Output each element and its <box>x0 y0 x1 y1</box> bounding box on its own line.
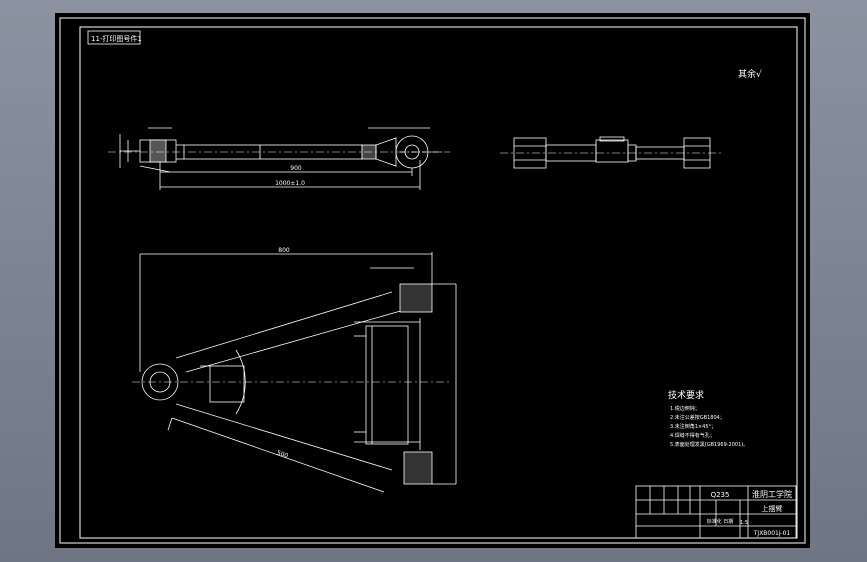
rod-front-view <box>108 127 450 190</box>
tech-item: 2.未注公差按GB1804； <box>670 414 725 421</box>
tech-item: 4.焊缝不得有气孔； <box>670 432 715 439</box>
tag-label: 11-打印图号件1 <box>91 34 142 43</box>
dim-arm-span: 800 <box>278 247 290 254</box>
rod-side-view <box>500 136 722 169</box>
drawing-canvas <box>55 13 810 548</box>
arm-cross-plate <box>365 325 409 445</box>
tech-requirements: 技术要求 1.锐边倒钝； 2.未注公差按GB1804； 3.未注倒角1×45°；… <box>668 389 748 448</box>
dim-arm-lower: 500 <box>276 449 289 459</box>
dim-rod-total: 1000±1.0 <box>275 180 305 187</box>
arm-pivot-bush <box>141 363 179 401</box>
title-drawing-no: TJXB001J-01 <box>753 530 791 537</box>
upper-arm-view <box>132 252 457 493</box>
title-institution: 淮阴工学院 <box>752 489 792 499</box>
tech-item: 5.表面处理发黑(GB1969-2001)。 <box>670 441 748 448</box>
tech-heading: 技术要求 <box>668 389 704 401</box>
tech-item: 1.锐边倒钝； <box>670 405 700 412</box>
title-block <box>635 485 797 539</box>
tech-item: 3.未注倒角1×45°； <box>670 423 716 430</box>
title-sub-label: 标准化 日期 <box>707 518 734 525</box>
inner-frame <box>79 26 798 539</box>
tag-box: 11-打印图号件1 <box>87 30 142 45</box>
outer-frame <box>59 17 806 544</box>
title-part-name: 上摆臂 <box>762 504 783 513</box>
roughness-note: 其余√ <box>738 68 762 80</box>
title-material: Q235 <box>711 491 730 499</box>
dim-rod-length: 900 <box>290 165 302 172</box>
title-scale: 1:5 <box>740 520 748 526</box>
